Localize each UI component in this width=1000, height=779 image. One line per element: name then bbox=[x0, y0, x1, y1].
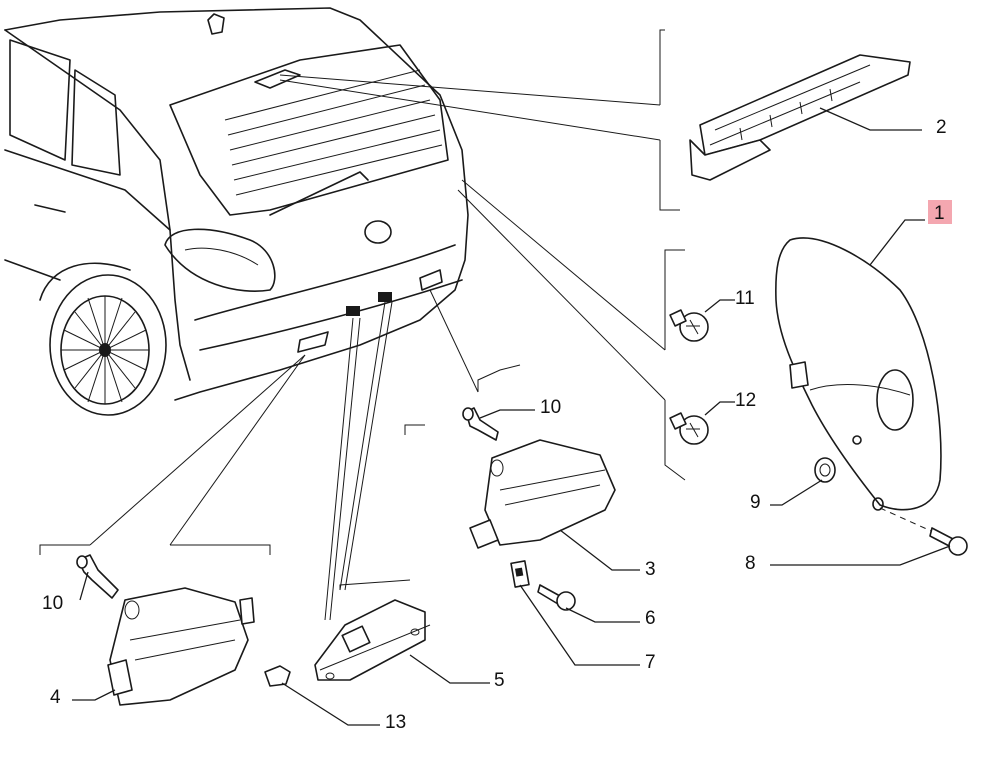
callout-leaders bbox=[72, 107, 951, 726]
callout-label-6: 6 bbox=[645, 608, 656, 629]
callout-label-7: 7 bbox=[645, 652, 656, 673]
part-4-lamp bbox=[107, 587, 255, 706]
part-12-bulb bbox=[669, 412, 709, 445]
part-11-bulb bbox=[669, 309, 709, 342]
part-9-grommet bbox=[814, 457, 836, 483]
callout-label-5: 5 bbox=[494, 670, 505, 691]
car-illustration bbox=[4, 7, 469, 416]
part-7-clip bbox=[510, 560, 530, 588]
part-13-bulb bbox=[264, 665, 291, 687]
callout-label-9: 9 bbox=[750, 492, 761, 513]
callout-label-11: 11 bbox=[735, 288, 755, 309]
callout-label-8: 8 bbox=[745, 553, 756, 574]
part-3-lamp-housing bbox=[469, 439, 616, 549]
callout-label-12: 12 bbox=[735, 390, 756, 411]
part-10-bulb-holder-upper bbox=[462, 407, 499, 441]
callout-1-highlight bbox=[928, 200, 952, 224]
part-2-third-brake-light bbox=[689, 54, 911, 181]
part-6-screw bbox=[537, 584, 576, 611]
callout-label-3: 3 bbox=[645, 559, 656, 580]
callout-label-13: 13 bbox=[385, 712, 406, 733]
part-5-plate-light bbox=[314, 599, 431, 681]
callout-label-2: 2 bbox=[936, 117, 947, 138]
callout-label-10-lower: 10 bbox=[42, 593, 63, 614]
callout-label-1: 1 bbox=[934, 203, 945, 224]
callout-label-4: 4 bbox=[50, 687, 61, 708]
part-1-tail-lamp bbox=[775, 237, 942, 511]
assembly-leaders bbox=[89, 74, 666, 621]
callout-label-10-upper: 10 bbox=[540, 397, 561, 418]
part-10-bulb-holder-lower bbox=[76, 554, 119, 599]
